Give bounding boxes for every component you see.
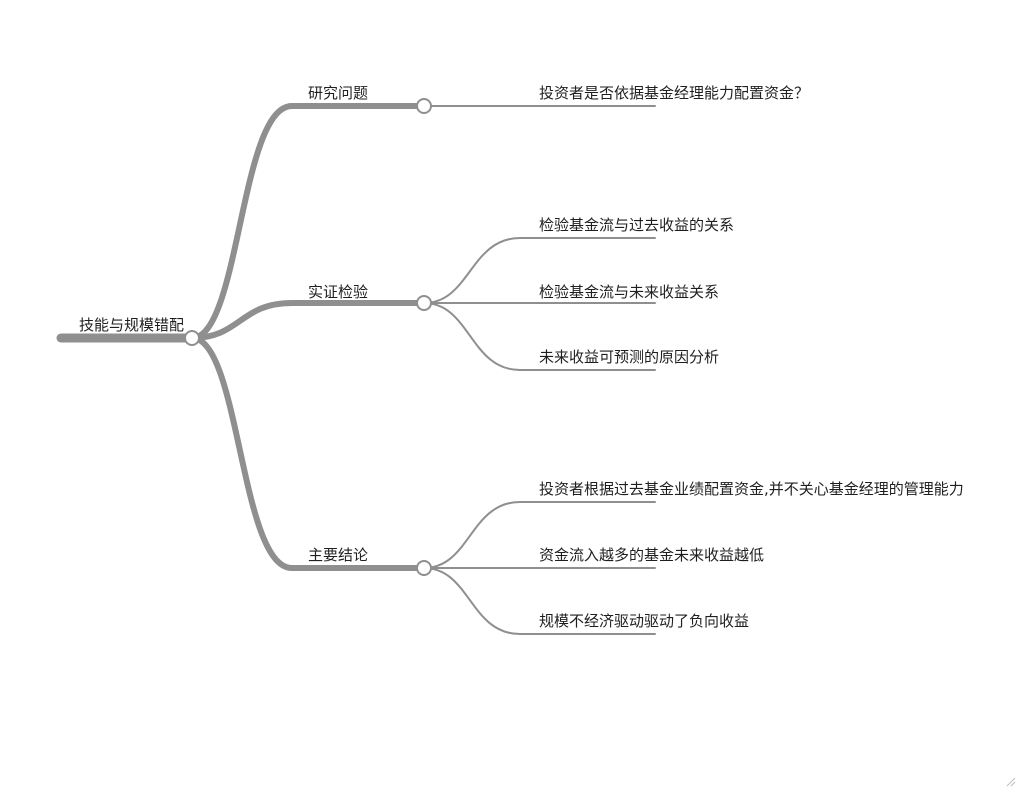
branch-joint-main-conclusion (416, 560, 432, 576)
leaf-edge-empirical-3 (423, 302, 656, 371)
branch-joint-research-question (416, 98, 432, 114)
leaf-label-empirical-1: 检验基金流与过去收益的关系 (539, 216, 734, 234)
leaf-label-empirical-2: 检验基金流与未来收益关系 (539, 283, 719, 301)
branch-edge-main-conclusion (189, 335, 427, 571)
leaf-label-conclusion-3: 规模不经济驱动驱动了负向收益 (539, 612, 749, 630)
resize-grip-icon (1006, 777, 1016, 787)
root-node-label: 技能与规模错配 (79, 316, 184, 334)
branch-label-main-conclusion: 主要结论 (308, 546, 368, 564)
leaf-label-conclusion-1: 投资者根据过去基金业绩配置资金,并不关心基金经理的管理能力 (539, 480, 964, 498)
leaf-edge-conclusion-3 (423, 567, 656, 635)
branch-edge-research-question (189, 103, 427, 341)
leaf-label-empirical-3: 未来收益可预测的原因分析 (539, 348, 719, 366)
leaf-label-research-1: 投资者是否依据基金经理能力配置资金？ (539, 84, 809, 102)
branch-edge-empirical-test (189, 300, 427, 341)
branch-label-research-question: 研究问题 (308, 84, 368, 102)
branch-label-empirical-test: 实证检验 (308, 283, 368, 301)
root-joint (184, 330, 200, 346)
leaf-label-conclusion-2: 资金流入越多的基金未来收益越低 (539, 546, 764, 564)
leaf-edge-conclusion-1 (423, 501, 656, 569)
branch-joint-empirical-test (416, 295, 432, 311)
leaf-edge-empirical-1 (423, 237, 656, 304)
